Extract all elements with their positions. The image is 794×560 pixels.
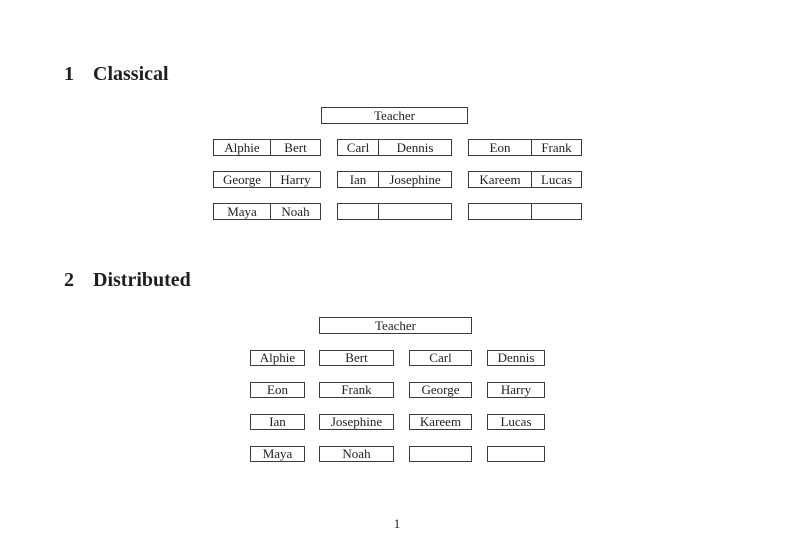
desk: Alphie Bert (213, 139, 321, 156)
desk-seat: Ian (338, 172, 379, 187)
desk-seat: Josephine (389, 172, 441, 187)
desk: Kareem Lucas (468, 171, 582, 188)
desk-seat (532, 204, 581, 219)
desk (337, 203, 452, 220)
student-box: Alphie (250, 350, 305, 366)
desk-seat: Kareem (469, 172, 532, 187)
desk-seat (469, 204, 532, 219)
desk-seat: Eon (469, 140, 532, 155)
section-number: 2 (64, 269, 74, 291)
desk-seat: George (214, 172, 271, 187)
desk-seat: Dennis (396, 140, 434, 155)
student-box: Carl (409, 350, 472, 366)
teacher-box: Teacher (321, 107, 468, 124)
student-box: Maya (250, 446, 305, 462)
student-box: Dennis (487, 350, 545, 366)
section-heading-classical: 1 Classical (64, 64, 169, 84)
student-box: Ian (250, 414, 305, 430)
student-box: Eon (250, 382, 305, 398)
student-box: Noah (319, 446, 394, 462)
student-box: Kareem (409, 414, 472, 430)
desk-seat: Frank (541, 140, 572, 155)
student-box: Josephine (319, 414, 394, 430)
student-box: Frank (319, 382, 394, 398)
desk: George Harry (213, 171, 321, 188)
desk-seat: Alphie (214, 140, 271, 155)
student-box: Lucas (487, 414, 545, 430)
section-heading-distributed: 2 Distributed (64, 270, 191, 290)
desk (468, 203, 582, 220)
desk-seat: Harry (280, 172, 311, 187)
desk: Maya Noah (213, 203, 321, 220)
desk-seat: Noah (281, 204, 310, 219)
desk-seat: Carl (338, 140, 379, 155)
desk-seat (379, 204, 451, 219)
student-box: Harry (487, 382, 545, 398)
section-title: Distributed (93, 269, 191, 291)
section-number: 1 (64, 63, 74, 85)
desk: Ian Josephine (337, 171, 452, 188)
desk-seat: Lucas (540, 172, 573, 187)
section-title: Classical (93, 63, 169, 85)
student-box: George (409, 382, 472, 398)
page-number: 1 (393, 516, 401, 531)
student-box (409, 446, 472, 462)
teacher-box: Teacher (319, 317, 472, 334)
student-box: Bert (319, 350, 394, 366)
student-box (487, 446, 545, 462)
desk: Eon Frank (468, 139, 582, 156)
desk-seat: Bert (284, 140, 307, 155)
desk-seat: Maya (214, 204, 271, 219)
desk-seat (338, 204, 379, 219)
desk: Carl Dennis (337, 139, 452, 156)
